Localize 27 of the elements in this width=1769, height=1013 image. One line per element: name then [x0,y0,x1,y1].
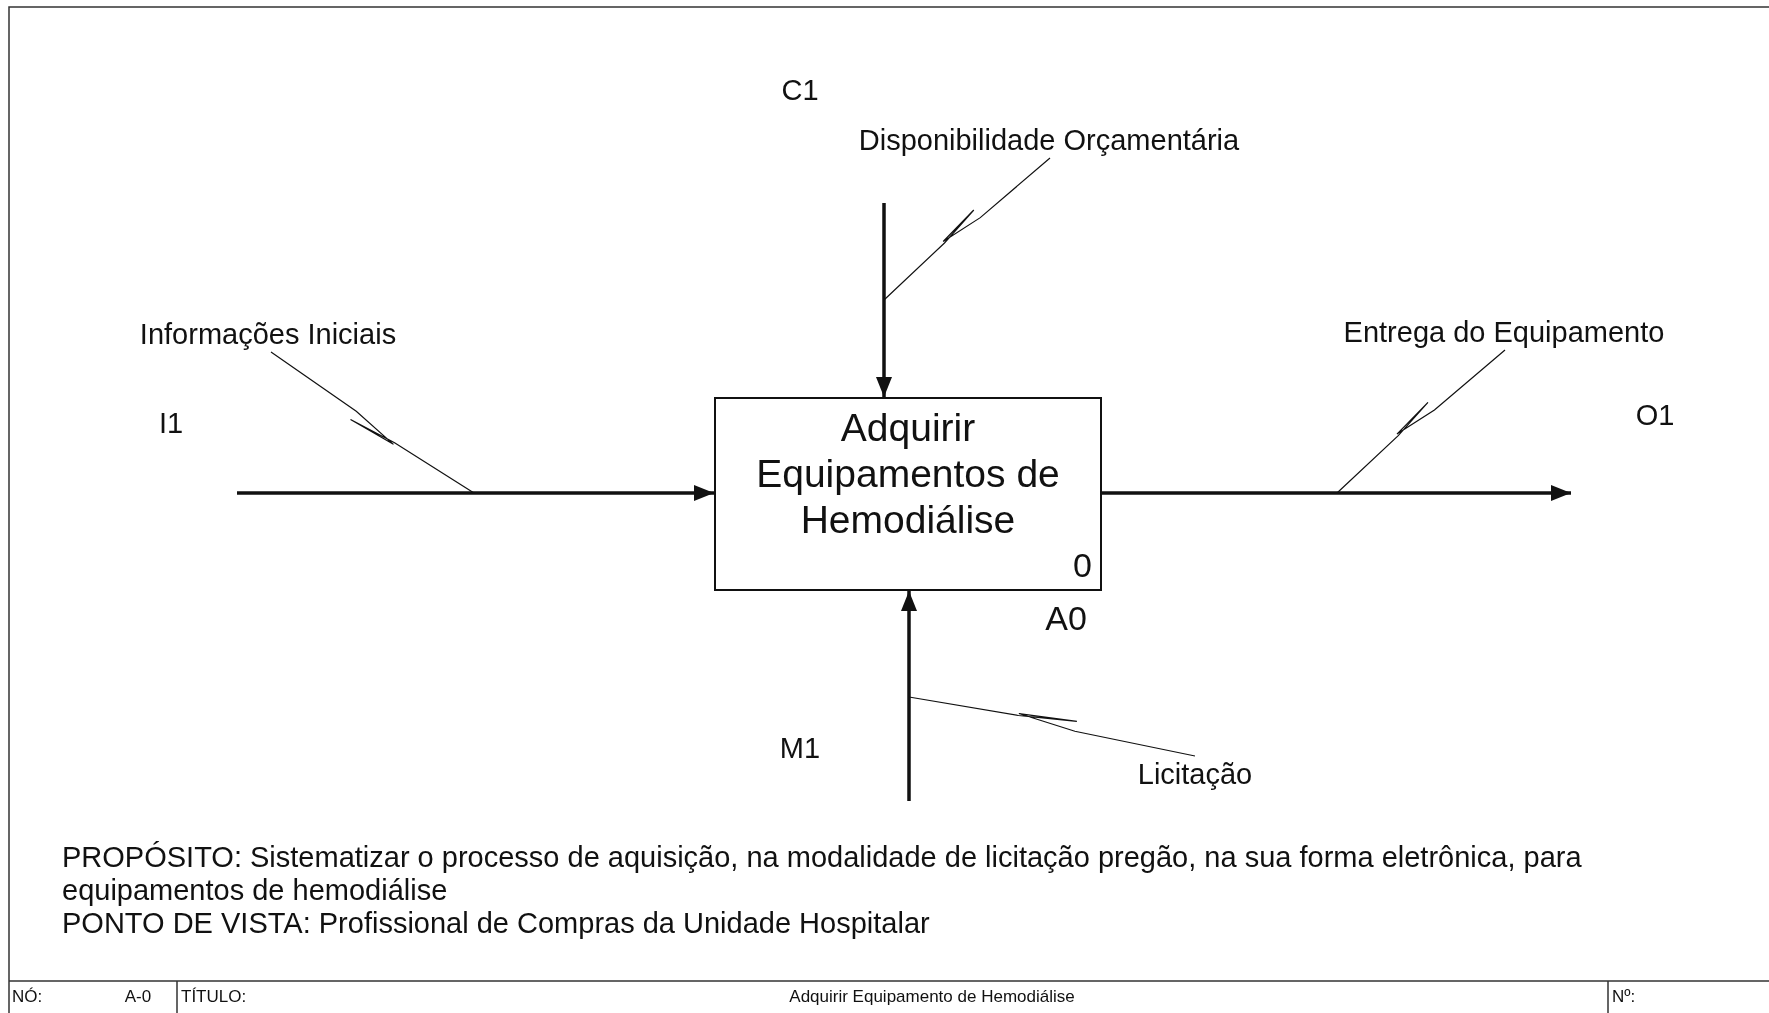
purpose-note: PROPÓSITO: Sistematizar o processo de aquisição, na modalidade de licitação pregão, na sua forma eletrônica, para equipamentos de hemodiálise [62,841,1583,907]
activity-name: Adquirir Equipamentos de Hemodiálise [755,405,1061,543]
icom-code: O1 [1635,397,1675,433]
arrow-label: Disponibilidade Orçamentária [829,122,1269,158]
squiggle-leader [908,696,1196,757]
activity-box [714,397,1102,591]
arrow-label: Licitação [1125,756,1265,792]
arrow [1102,485,1571,501]
field-label: NÓ: [12,986,43,1008]
arrow [237,485,714,501]
squiggle-leader [1336,349,1506,494]
viewpoint-note: PONTO DE VISTA: Profissional de Compras da Unidade Hospitalar [62,907,930,940]
squiggle-leader [883,157,1051,301]
icom-code: C1 [781,72,819,108]
icom-code: M1 [779,730,821,766]
squiggle-leader [270,351,475,494]
node-number: A-0 [124,986,152,1008]
field-label: Nº: [1612,986,1636,1008]
arrow [876,203,892,397]
arrow-label: Informações Iniciais [118,316,418,352]
box-number: 0 [1073,546,1092,585]
title-block-text: Adquirir Equipamento de Hemodiálise [789,986,1075,1008]
icom-code: I1 [158,405,184,441]
field-label: TÍTULO: [181,986,247,1008]
arrow-label: Entrega do Equipamento [1319,314,1689,350]
arrow [901,591,917,801]
node-reference: A0 [1045,598,1087,638]
